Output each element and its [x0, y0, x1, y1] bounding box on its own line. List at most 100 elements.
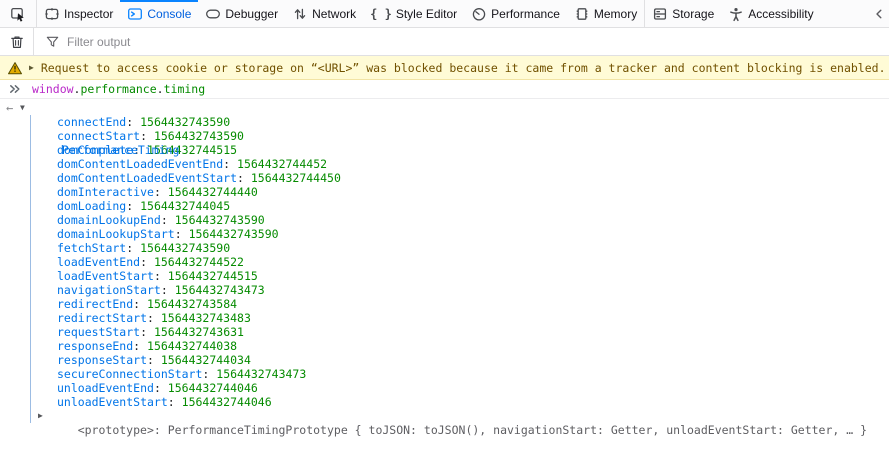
property-row: connectEnd: 1564432743590	[0, 115, 889, 129]
property-value: 1564432744452	[237, 157, 328, 171]
property-value: 1564432744522	[153, 255, 244, 269]
property-colon: :	[160, 283, 175, 297]
property-colon: :	[153, 381, 168, 395]
property-row: domInteractive: 1564432744440	[0, 185, 889, 199]
memory-icon	[576, 7, 588, 20]
property-colon: :	[140, 129, 154, 143]
tab-label: Performance	[491, 6, 560, 21]
console-command-echo: window.performance.timing	[0, 80, 889, 99]
tree-indent-line	[30, 115, 31, 423]
property-value: 1564432743590	[140, 241, 231, 255]
property-row: domainLookupEnd: 1564432743590	[0, 213, 889, 227]
property-name: secureConnectionStart	[57, 367, 203, 381]
property-value: 1564432744515	[167, 269, 258, 283]
command-prompt-icon	[10, 85, 20, 93]
object-class-name: PerformanceTiming	[61, 143, 180, 157]
property-value: 1564432744038	[147, 339, 238, 353]
caret-right-icon[interactable]: ▶	[29, 62, 34, 72]
tab-memory[interactable]: Memory	[567, 0, 644, 27]
tab-inspector[interactable]: Inspector	[37, 0, 120, 27]
property-value: 1564432744045	[140, 199, 231, 213]
property-value: 1564432743483	[160, 311, 251, 325]
property-row: domLoading: 1564432744045	[0, 199, 889, 213]
prototype-row[interactable]: ▶<prototype>: PerformanceTimingPrototype…	[0, 409, 889, 437]
property-row: domContentLoadedEventEnd: 1564432744452	[0, 157, 889, 171]
code-token: .	[73, 82, 81, 96]
element-picker-button[interactable]	[0, 0, 37, 27]
tab-label: Console	[147, 6, 192, 21]
property-value: 1564432743590	[153, 129, 244, 143]
tab-console[interactable]: Console	[120, 0, 199, 27]
property-colon: :	[223, 157, 238, 171]
tab-overflow-button[interactable]	[869, 0, 889, 27]
filter-icon	[46, 36, 59, 47]
property-colon: :	[126, 241, 141, 255]
caret-down-icon[interactable]: ▼	[20, 103, 25, 112]
property-value: 1564432743590	[174, 213, 265, 227]
property-name: redirectEnd	[57, 297, 134, 311]
property-name: domainLookupEnd	[57, 213, 161, 227]
console-output: ← ▼ PerformanceTiming connectEnd: 156443…	[0, 99, 889, 437]
clear-console-button[interactable]	[0, 28, 34, 55]
property-colon: :	[133, 297, 148, 311]
property-name: loadEventEnd	[57, 255, 141, 269]
filter-output-input[interactable]	[67, 34, 889, 49]
tab-storage[interactable]: Storage	[645, 0, 721, 27]
property-colon: :	[167, 395, 182, 409]
tab-debugger[interactable]: Debugger	[198, 0, 285, 27]
caret-right-icon[interactable]: ▶	[38, 411, 43, 420]
trash-icon	[10, 36, 23, 48]
result-arrow-icon: ←	[6, 101, 14, 115]
property-colon: :	[153, 185, 168, 199]
property-colon: :	[126, 199, 141, 213]
network-icon	[294, 8, 306, 19]
property-row: fetchStart: 1564432743590	[0, 241, 889, 255]
property-name: requestStart	[57, 325, 141, 339]
tab-style-editor[interactable]: { } Style Editor	[363, 0, 464, 27]
property-value: 1564432743473	[216, 367, 307, 381]
property-name: domContentLoadedEventStart	[57, 171, 238, 185]
property-value: 1564432743590	[140, 115, 231, 129]
code-token: window	[32, 82, 74, 96]
property-colon: :	[140, 255, 154, 269]
toolbar-separator	[644, 0, 646, 27]
warning-icon	[8, 61, 22, 74]
property-colon: :	[126, 115, 141, 129]
console-warning-message[interactable]: ▶ Request to access cookie or storage on…	[0, 56, 889, 80]
tab-network[interactable]: Network	[285, 0, 363, 27]
prototype-value: PerformanceTimingPrototype { toJSON: toJ…	[167, 423, 868, 437]
property-row: responseEnd: 1564432744038	[0, 339, 889, 353]
property-row: responseStart: 1564432744034	[0, 353, 889, 367]
tab-performance[interactable]: Performance	[464, 0, 567, 27]
property-colon: :	[153, 423, 168, 437]
property-colon: :	[174, 227, 189, 241]
debugger-icon	[206, 9, 221, 18]
console-icon	[128, 7, 143, 20]
property-colon: :	[153, 269, 168, 283]
property-row: domContentLoadedEventStart: 156443274445…	[0, 171, 889, 185]
property-value: 1564432743631	[153, 325, 244, 339]
property-row: redirectEnd: 1564432743584	[0, 297, 889, 311]
property-value: 1564432743584	[147, 297, 238, 311]
property-row: navigationStart: 1564432743473	[0, 283, 889, 297]
code-token: timing	[163, 82, 206, 96]
tab-accessibility[interactable]: Accessibility	[721, 0, 820, 27]
property-row: domainLookupStart: 1564432743590	[0, 227, 889, 241]
property-name: redirectStart	[57, 311, 148, 325]
storage-icon	[654, 7, 667, 20]
property-name: responseStart	[57, 353, 148, 367]
property-value: 1564432744046	[167, 381, 258, 395]
property-row: loadEventEnd: 1564432744522	[0, 255, 889, 269]
property-colon: :	[140, 325, 154, 339]
accessibility-icon	[730, 7, 743, 21]
property-value: 1564432744034	[160, 353, 251, 367]
property-colon: :	[160, 213, 175, 227]
property-row: unloadEventEnd: 1564432744046	[0, 381, 889, 395]
property-colon: :	[147, 311, 161, 325]
property-value: 1564432743473	[174, 283, 265, 297]
property-name: domLoading	[57, 199, 127, 213]
style-editor-icon: { }	[370, 6, 392, 21]
property-name: unloadEventStart	[57, 395, 168, 409]
element-picker-icon	[11, 7, 24, 22]
echoed-command: window.performance.timing	[32, 82, 205, 96]
